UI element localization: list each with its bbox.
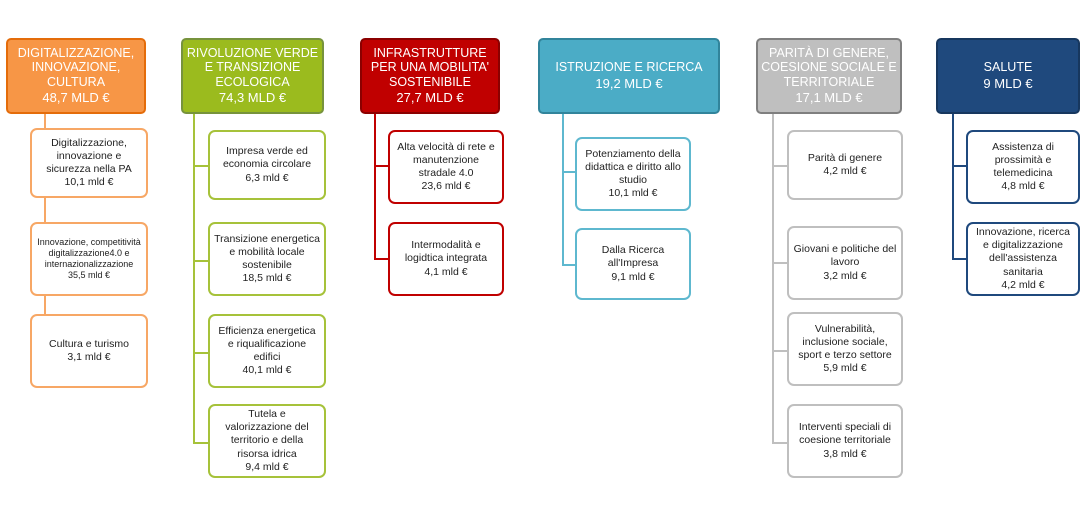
connector [952, 165, 968, 167]
header-amount: 17,1 MLD € [795, 90, 863, 106]
sub-box-innovazione-sanitaria: Innovazione, ricerca e digitalizzazione … [966, 222, 1080, 296]
sub-box-alta-velocita: Alta velocità di rete e manutenzione str… [388, 130, 504, 204]
sub-title: Interventi speciali di coesione territor… [798, 421, 892, 447]
header-parita: PARITÀ DI GENERE, COESIONE SOCIALE E TER… [756, 38, 902, 114]
sub-box-digitalizzazione-pa: Digitalizzazione, innovazione e sicurezz… [30, 128, 148, 198]
sub-box-efficienza-energetica: Efficienza energetica e riqualificazione… [208, 314, 326, 388]
connector-vertical [374, 114, 376, 260]
header-infrastrutture: INFRASTRUTTURE PER UNA MOBILITA' SOSTENI… [360, 38, 500, 114]
sub-box-coesione-territoriale: Interventi speciali di coesione territor… [787, 404, 903, 478]
sub-box-giovani-lavoro: Giovani e politiche del lavoro 3,2 mld € [787, 226, 903, 300]
sub-box-transizione-energetica: Transizione energetica e mobilità locale… [208, 222, 326, 296]
sub-amount: 3,2 mld € [823, 269, 867, 282]
sub-amount: 10,1 mld € [64, 176, 114, 189]
connector [193, 352, 209, 354]
sub-amount: 5,9 mld € [823, 362, 867, 375]
sub-amount: 23,6 mld € [421, 180, 471, 193]
connector [374, 258, 390, 260]
sub-amount: 35,5 mld € [67, 270, 111, 281]
connector [952, 258, 968, 260]
sub-title: Tutela e valorizzazione del territorio e… [225, 408, 309, 460]
sub-amount: 4,2 mld € [823, 165, 867, 177]
connector-vertical [952, 114, 954, 260]
sub-amount: 3,1 mld € [67, 351, 111, 363]
sub-box-intermodalita: Intermodalità e logidtica integrata 4,1 … [388, 222, 504, 296]
sub-title: Innovazione, ricerca e digitalizzazione … [976, 226, 1070, 278]
header-title: ISTRUZIONE E RICERCA [555, 60, 703, 75]
header-istruzione: ISTRUZIONE E RICERCA 19,2 MLD € [538, 38, 720, 114]
sub-amount: 3,8 mld € [823, 447, 867, 460]
header-amount: 19,2 MLD € [595, 75, 663, 91]
header-amount: 27,7 MLD € [396, 90, 464, 106]
header-title: DIGITALIZZAZIONE, INNOVAZIONE, CULTURA [17, 45, 135, 89]
sub-amount: 10,1 mld € [608, 187, 658, 200]
connector-vertical [193, 114, 195, 444]
header-amount: 74,3 MLD € [218, 90, 287, 106]
header-rivoluzione-verde: RIVOLUZIONE VERDE E TRANSIZIONE ECOLOGIC… [181, 38, 324, 114]
sub-amount: 4,8 mld € [1001, 180, 1045, 193]
sub-title: Potenziamento della didattica e diritto … [585, 147, 681, 186]
connector [193, 165, 209, 167]
header-title: SALUTE [983, 60, 1033, 75]
sub-box-innovazione-competitivita: Innovazione, competitività digitalizzazi… [30, 222, 148, 296]
connector [562, 171, 576, 173]
sub-amount: 4,1 mld € [424, 265, 468, 278]
connector [374, 165, 390, 167]
sub-box-parita-genere: Parità di genere 4,2 mld € [787, 130, 903, 200]
sub-title: Cultura e turismo [49, 337, 129, 350]
sub-amount: 6,3 mld € [245, 171, 289, 184]
sub-box-ricerca-impresa: Dalla Ricerca all'Impresa 9,1 mld € [575, 228, 691, 300]
connector [772, 165, 788, 167]
sub-amount: 40,1 mld € [242, 364, 292, 377]
connector [772, 262, 788, 264]
sub-box-potenziamento-didattica: Potenziamento della didattica e diritto … [575, 137, 691, 211]
header-salute: SALUTE 9 MLD € [936, 38, 1080, 114]
sub-title: Assistenza di prossimità e telemedicina [992, 140, 1054, 179]
header-title: PARITÀ DI GENERE, COESIONE SOCIALE E TER… [761, 45, 897, 89]
sub-title: Efficienza energetica e riqualificazione… [218, 324, 316, 363]
connector-vertical [562, 114, 564, 266]
sub-box-assistenza-prossimita: Assistenza di prossimità e telemedicina … [966, 130, 1080, 204]
sub-box-impresa-verde: Impresa verde ed economia circolare 6,3 … [208, 130, 326, 200]
sub-box-tutela-territorio: Tutela e valorizzazione del territorio e… [208, 404, 326, 478]
connector [193, 260, 209, 262]
sub-amount: 9,4 mld € [245, 460, 289, 473]
connector-vertical [772, 114, 774, 444]
sub-title: Parità di genere [807, 151, 883, 164]
sub-title: Innovazione, competitività digitalizzazi… [37, 236, 141, 270]
sub-box-cultura-turismo: Cultura e turismo 3,1 mld € [30, 314, 148, 388]
header-digitalizzazione: DIGITALIZZAZIONE, INNOVAZIONE, CULTURA 4… [6, 38, 146, 114]
sub-amount: 4,2 mld € [1001, 278, 1045, 291]
connector [562, 264, 576, 266]
sub-amount: 9,1 mld € [611, 270, 655, 283]
header-amount: 48,7 MLD € [42, 90, 110, 106]
connector [193, 442, 209, 444]
connector [772, 350, 788, 352]
sub-amount: 18,5 mld € [242, 272, 292, 285]
sub-title: Impresa verde ed economia circolare [222, 145, 312, 171]
sub-box-vulnerabilita: Vulnerabilità, inclusione sociale, sport… [787, 312, 903, 386]
sub-title: Giovani e politiche del lavoro [793, 243, 897, 269]
header-amount: 9 MLD € [983, 75, 1033, 91]
sub-title: Intermodalità e logidtica integrata [404, 239, 488, 265]
sub-title: Transizione energetica e mobilità locale… [214, 232, 320, 271]
connector [772, 442, 788, 444]
sub-title: Dalla Ricerca all'Impresa [601, 244, 665, 270]
header-title: INFRASTRUTTURE PER UNA MOBILITA' SOSTENI… [370, 45, 490, 89]
sub-title: Alta velocità di rete e manutenzione str… [397, 140, 495, 179]
sub-title: Vulnerabilità, inclusione sociale, sport… [798, 322, 892, 361]
sub-title: Digitalizzazione, innovazione e sicurezz… [46, 136, 132, 175]
header-title: RIVOLUZIONE VERDE E TRANSIZIONE ECOLOGIC… [186, 45, 319, 89]
